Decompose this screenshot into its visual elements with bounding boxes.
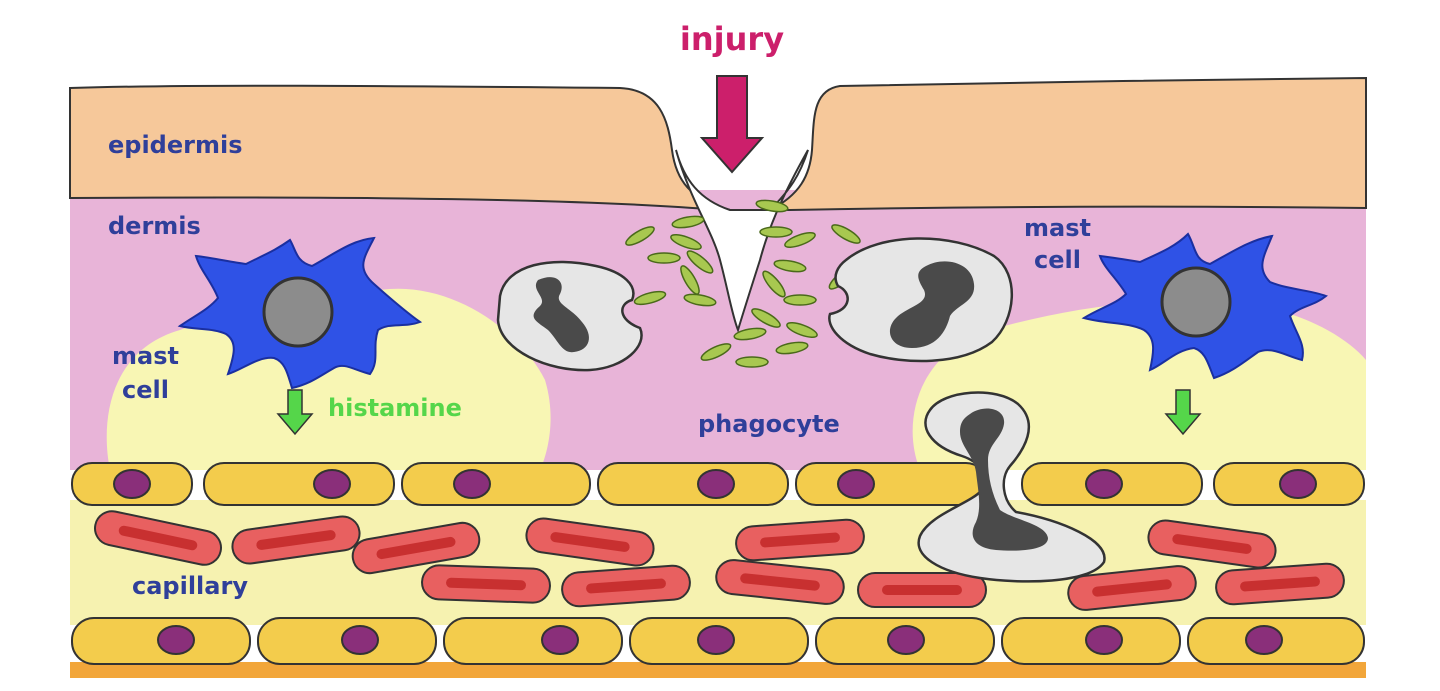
red-blood-cell: [735, 518, 865, 562]
bacterium: [686, 250, 714, 274]
endothelial-nucleus: [697, 469, 735, 499]
epidermis-label: epidermis: [108, 131, 243, 159]
endothelial-nucleus: [541, 625, 579, 655]
mast-cell-right-label-line2: cell: [1034, 246, 1081, 274]
mast-cell-left-label-line2: cell: [122, 376, 169, 404]
endothelial-nucleus: [1245, 625, 1283, 655]
bacterium: [783, 294, 817, 306]
histamine-zone-left: [106, 288, 551, 470]
bacterium: [773, 259, 807, 273]
endothelial-nucleus: [697, 625, 735, 655]
bacterium: [735, 356, 769, 368]
phagocyte-nucleus: [960, 408, 1048, 551]
red-blood-cell: [857, 572, 987, 608]
bacterium: [733, 327, 767, 341]
bacterium: [625, 226, 655, 246]
dermis-label: dermis: [108, 212, 201, 240]
red-blood-cell: [231, 515, 361, 565]
endothelial-cell: [795, 462, 987, 506]
bacterium: [762, 270, 786, 298]
bacteria-cluster: [625, 199, 861, 368]
bacterium: [751, 308, 781, 328]
endothelial-nucleus: [1085, 469, 1123, 499]
phagocyte-right: [828, 237, 1014, 363]
mast-cell-left: [177, 236, 423, 390]
endothelial-cell: [597, 462, 789, 506]
injury-arrow: [699, 75, 765, 174]
phagocyte-label: phagocyte: [698, 410, 840, 438]
red-blood-cell: [351, 521, 481, 575]
red-blood-cell: [94, 510, 222, 566]
endothelial-nucleus: [837, 469, 875, 499]
bacterium: [671, 215, 705, 229]
mast-cell-left-label-line1: mast: [112, 342, 179, 370]
bacterium: [831, 224, 861, 244]
red-blood-cell: [1147, 519, 1277, 569]
endothelial-nucleus: [113, 469, 151, 499]
histamine-arrow-left: [276, 389, 314, 436]
endothelial-nucleus: [453, 469, 491, 499]
bacterium: [680, 265, 700, 295]
mast-cell-right: [1081, 232, 1328, 380]
epidermis-layer: [69, 76, 1367, 211]
bacterium: [784, 232, 816, 248]
red-blood-cell: [421, 564, 551, 604]
phagocyte-nucleus: [533, 277, 589, 353]
histamine-label: histamine: [328, 394, 462, 422]
red-blood-cell: [1215, 562, 1345, 606]
bacterium: [700, 343, 732, 361]
bacterium: [786, 322, 818, 338]
bacterium: [775, 341, 809, 355]
endothelium-top-row: [71, 462, 1365, 506]
endothelium-bottom-row: [71, 617, 1365, 665]
endothelial-nucleus: [157, 625, 195, 655]
bacterium: [670, 234, 702, 250]
red-blood-cell: [525, 517, 655, 567]
bacterium: [683, 293, 717, 307]
bacterium: [755, 199, 789, 213]
histamine-arrow-right: [1164, 389, 1202, 436]
capillary-label: capillary: [132, 572, 248, 600]
endothelial-cell: [203, 462, 395, 506]
red-blood-cell: [561, 564, 691, 608]
endothelial-nucleus: [887, 625, 925, 655]
capillary-floor: [70, 662, 1366, 678]
injury-wound: [675, 149, 809, 334]
red-blood-cell: [715, 559, 845, 605]
endothelial-nucleus: [313, 469, 351, 499]
bacterium: [633, 290, 667, 306]
endothelial-nucleus: [1085, 625, 1123, 655]
mast-cell-right-label-line1: mast: [1024, 214, 1091, 242]
mast-cell-nucleus: [1160, 266, 1232, 338]
endothelial-nucleus: [341, 625, 379, 655]
red-blood-cell: [1067, 565, 1197, 611]
phagocyte-nucleus: [889, 261, 975, 348]
bacterium: [759, 226, 793, 238]
phagocyte-left: [496, 260, 643, 372]
mast-cell-nucleus: [262, 276, 334, 348]
endothelial-nucleus: [1279, 469, 1317, 499]
phagocyte-migrating: [917, 391, 1106, 583]
endothelial-cell: [401, 462, 591, 506]
endothelial-cell: [443, 617, 623, 665]
bacterium: [647, 252, 681, 264]
red-blood-cells: [94, 510, 1345, 611]
injury-label: injury: [680, 20, 784, 58]
